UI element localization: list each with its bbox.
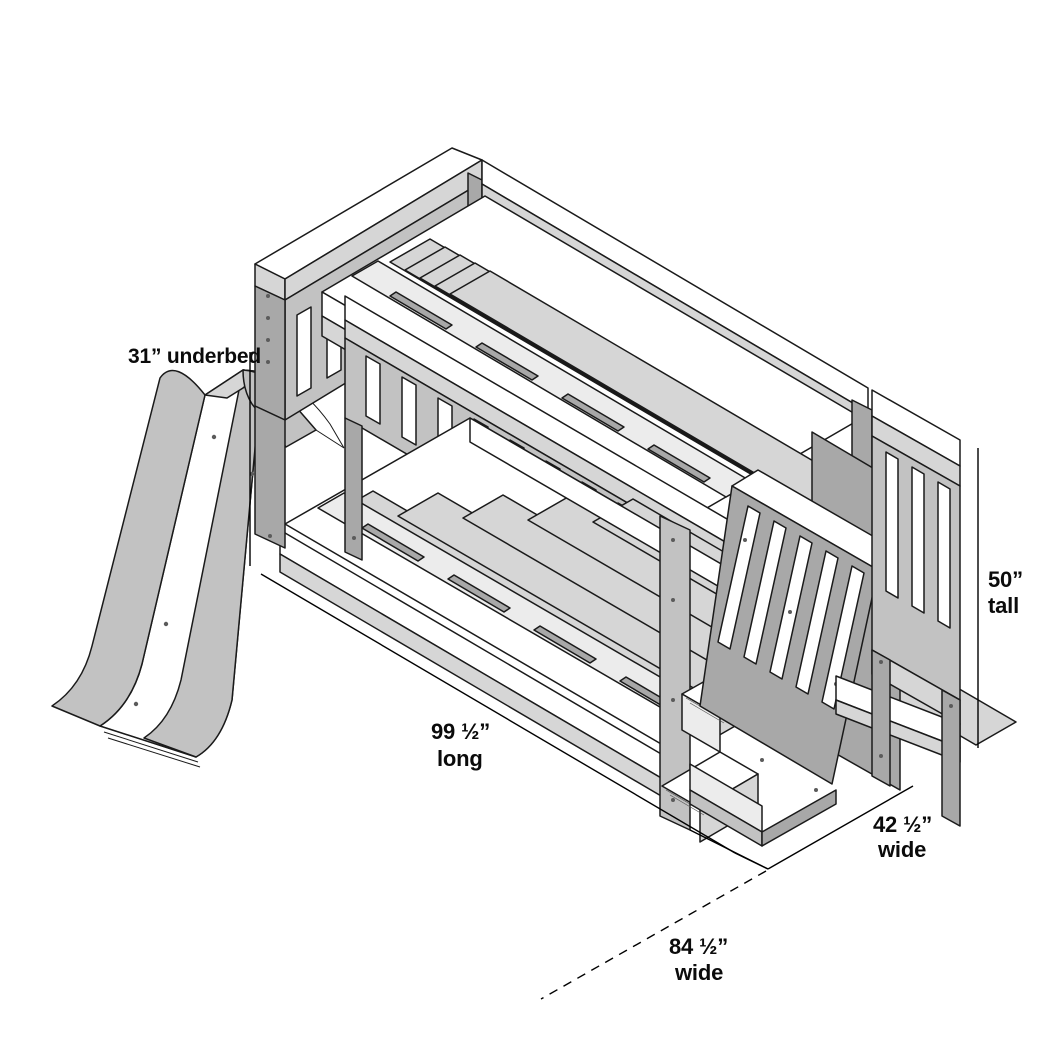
dim-underbed-label: 31” underbed xyxy=(128,345,261,368)
dim-width-side-line xyxy=(767,785,914,870)
dim-underbed: 31” underbed xyxy=(128,345,261,566)
left-leg-post xyxy=(254,405,286,549)
dim-height-unit: tall xyxy=(988,593,1019,618)
front-center-post xyxy=(344,417,363,561)
dim-height-value: 50” xyxy=(988,567,1023,592)
slide-left-rail xyxy=(51,369,206,727)
stair-guard-panel xyxy=(835,389,961,827)
floor-guides xyxy=(689,829,769,870)
slide-screw-4 xyxy=(249,471,255,477)
dim-width-overall-unit: wide xyxy=(674,960,723,985)
stair-guard-openings xyxy=(885,451,951,629)
slide-screw-1 xyxy=(163,621,169,627)
upper-beam-slots xyxy=(389,291,711,483)
slide-lip-2 xyxy=(103,731,199,763)
floor-guide-join xyxy=(734,852,769,870)
dim-width-side-unit: wide xyxy=(877,837,926,862)
front-post-left xyxy=(344,417,363,561)
dim-height: 50” tall xyxy=(977,448,1023,748)
front-post-screw xyxy=(352,536,356,540)
upper-slats xyxy=(389,238,867,516)
stair-base-side xyxy=(761,789,837,847)
right-front-post-screws xyxy=(671,538,675,802)
dim-width-overall-line xyxy=(540,870,767,1000)
headboard-screws xyxy=(266,294,270,364)
stair-guard-leg-left xyxy=(871,649,891,787)
dim-length-unit: long xyxy=(437,746,483,771)
slide-screw-3 xyxy=(211,434,217,440)
stair-base-box xyxy=(689,763,837,847)
stair-balustrade-slats xyxy=(717,505,865,710)
slide-screw-2 xyxy=(133,701,139,707)
left-leg xyxy=(254,405,286,549)
slide-lip-1 xyxy=(99,725,197,758)
slide-lip-3 xyxy=(107,737,201,768)
stair-guard-screws xyxy=(879,660,953,758)
left-leg-screw xyxy=(268,534,272,538)
dim-length-line xyxy=(260,573,736,854)
stair-guard-leg-right xyxy=(941,689,961,827)
